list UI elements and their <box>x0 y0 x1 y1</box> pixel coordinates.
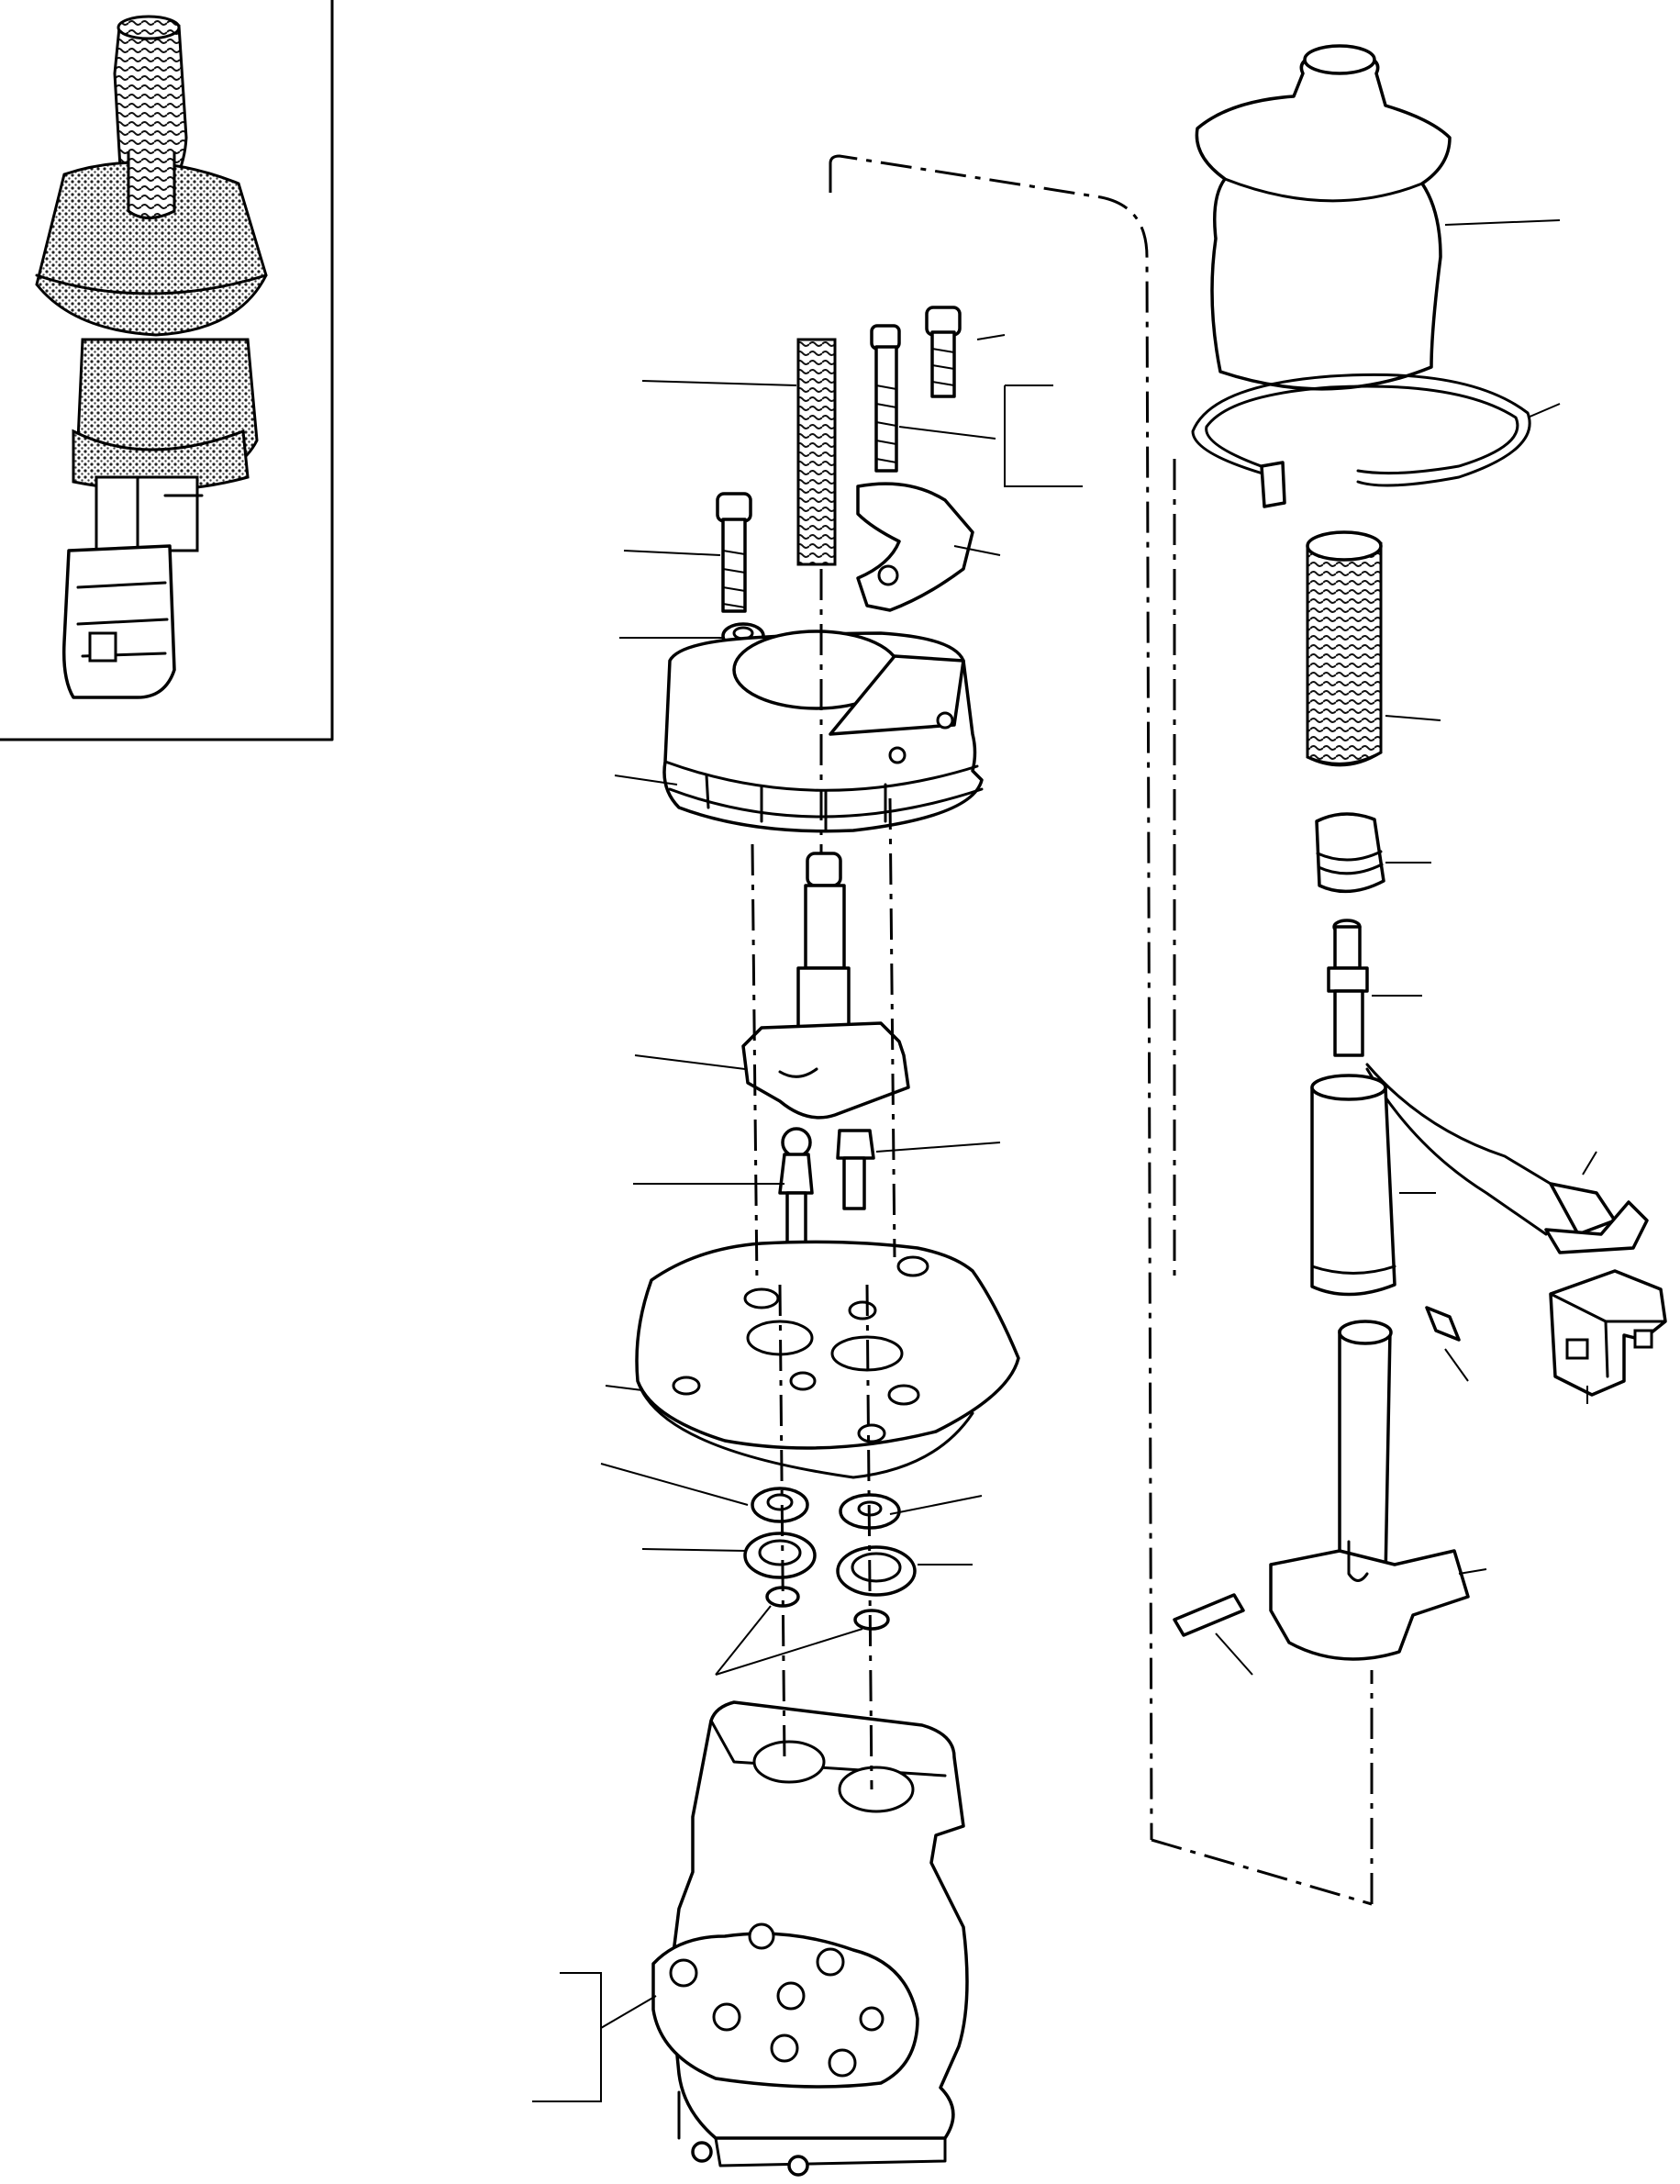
center-axes <box>751 569 896 1790</box>
connector-block <box>1549 1269 1667 1397</box>
assembly-outline <box>829 154 1374 1906</box>
cap-screw-left <box>716 492 752 613</box>
seals-right <box>836 1493 917 1631</box>
bushing <box>1315 812 1385 894</box>
cap-screw-short <box>925 306 962 398</box>
tube-housing <box>1310 1074 1396 1297</box>
ball-stud <box>778 1127 814 1245</box>
lever-arm <box>1269 1320 1470 1661</box>
clamp-band <box>1191 373 1531 508</box>
seals-left <box>743 1487 817 1608</box>
roll-pin <box>1173 1593 1245 1637</box>
grip-sleeve <box>1306 530 1383 767</box>
mounting-plate <box>635 1240 1020 1479</box>
cap-screw-long <box>870 324 901 473</box>
bolt-center <box>836 1129 875 1210</box>
cam-plate <box>741 1021 910 1120</box>
plunger-pin <box>1327 919 1369 1057</box>
leader-lines <box>532 219 1597 2102</box>
retainer-clip <box>856 482 974 612</box>
grub-screw <box>1425 1306 1461 1342</box>
rubber-boot <box>1195 44 1452 391</box>
valve-body <box>651 1700 969 2177</box>
plunger-shaft <box>796 852 851 1043</box>
top-cover <box>662 630 984 833</box>
inset-assembled-view <box>0 0 334 741</box>
spring <box>796 338 837 566</box>
wire-harness <box>1365 1063 1649 1254</box>
